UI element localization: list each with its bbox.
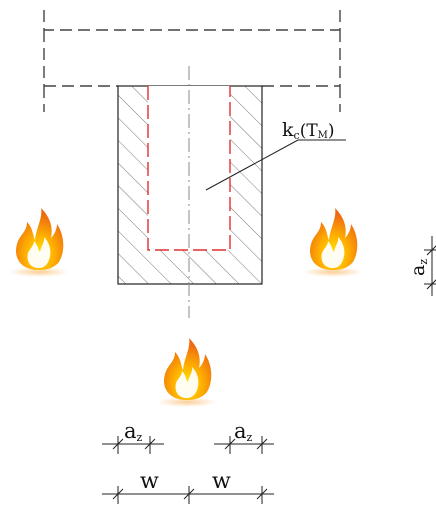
- flame-icon: [157, 338, 217, 407]
- w-label-left: w: [140, 469, 159, 494]
- dimension-w: [102, 486, 274, 504]
- dashed-slab: [43, 10, 341, 112]
- az-label-left: az: [124, 419, 143, 444]
- leader-line: [205, 139, 299, 191]
- kc-label: kc(TM): [282, 119, 335, 142]
- dimension-az-vertical: [424, 236, 436, 296]
- az-label-right: az: [234, 419, 253, 444]
- flame-icon: [303, 208, 363, 277]
- w-label-right: w: [212, 469, 231, 494]
- az-label-vertical: az: [407, 259, 430, 276]
- dimension-az-right: [214, 436, 274, 454]
- dimension-az-left: [102, 436, 164, 454]
- flame-icon: [9, 208, 69, 277]
